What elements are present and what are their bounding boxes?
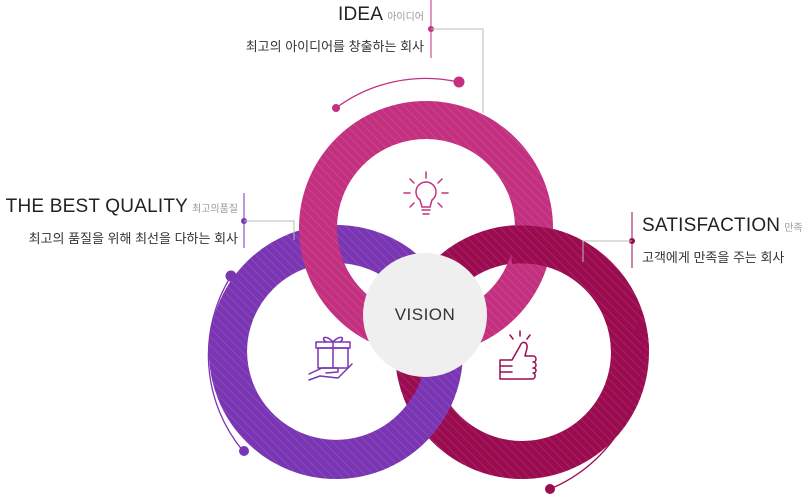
quality-leader-line (241, 193, 295, 248)
satisfaction-leader-line (582, 212, 635, 268)
quality-outer-arc (207, 270, 249, 456)
satisfaction-outer-arc (545, 322, 647, 494)
quality-title: THE BEST QUALITY (5, 196, 188, 217)
idea-title: IDEA (338, 4, 384, 25)
quality-label-block: THE BEST QUALITY 최고의품질 최고의 품질을 위해 최선을 다하는… (6, 196, 238, 247)
satisfaction-description: 고객에게 만족을 주는 회사 (642, 250, 785, 265)
satisfaction-title: SATISFACTION (642, 215, 781, 236)
thumbs-up-icon (499, 330, 537, 380)
vision-label: VISION (394, 305, 456, 324)
gift-hand-icon (308, 336, 353, 381)
idea-leader-line (428, 0, 484, 113)
idea-description: 최고의 아이디어를 창출하는 회사 (245, 39, 424, 54)
quality-subtitle: 최고의품질 (192, 204, 238, 215)
satisfaction-subtitle: 만족 (784, 223, 803, 234)
idea-subtitle: 아이디어 (387, 12, 424, 23)
vision-center-circle (363, 253, 487, 377)
lightbulb-icon (403, 171, 449, 215)
idea-outer-arc (332, 76, 465, 112)
quality-description: 최고의 품질을 위해 최선을 다하는 회사 (28, 231, 238, 246)
